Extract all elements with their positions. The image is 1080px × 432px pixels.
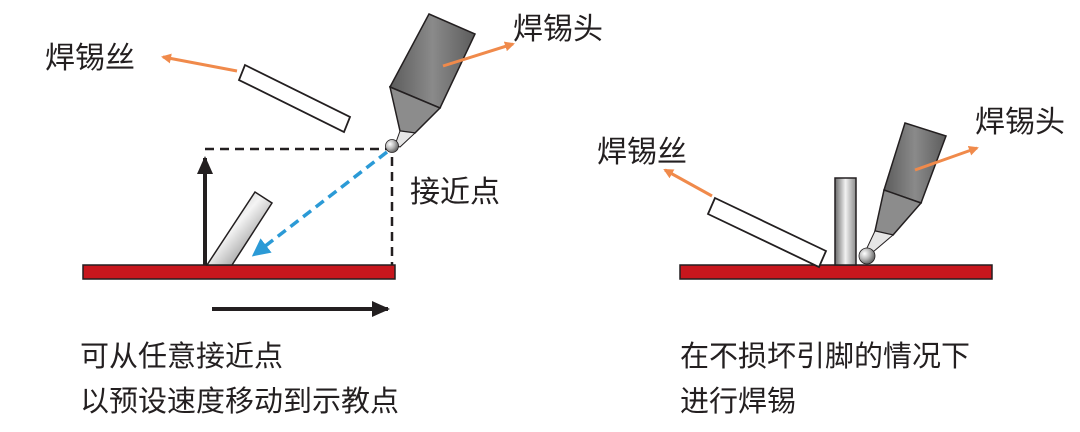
left-approach-path-arrow	[251, 150, 389, 257]
left-soldering-tip-label: 焊锡头	[513, 12, 603, 47]
right-caption-line-1: 在不损坏引脚的情况下	[680, 339, 971, 373]
right-solder-wire	[706, 196, 828, 269]
right-tip-solder-ball	[858, 247, 876, 265]
right-caption-line-2: 进行焊锡	[680, 384, 797, 418]
right-soldering-tip-label: 焊锡头	[975, 105, 1065, 140]
left-caption-line-1: 可从任意接近点	[80, 339, 284, 373]
left-caption-line-2: 以预设速度移动到示教点	[80, 384, 400, 418]
left-solder-wire	[237, 63, 352, 134]
right-soldering-tip	[858, 122, 947, 265]
left-soldering-tip	[385, 13, 477, 153]
right-circuit-board	[679, 264, 993, 280]
left-component-pin	[205, 190, 274, 266]
left-wire-callout-arrow	[161, 53, 238, 73]
right-tip-callout-arrow	[914, 145, 979, 172]
left-tip-solder-ball	[385, 139, 399, 153]
right-component-pin	[834, 177, 857, 266]
approach-point-label: 接近点	[410, 175, 500, 210]
right-solder-wire-label: 焊锡丝	[597, 135, 687, 170]
left-solder-wire-label: 焊锡丝	[45, 41, 135, 76]
left-tip-callout-arrow	[442, 41, 515, 68]
right-wire-callout-arrow	[663, 168, 713, 198]
left-circuit-board	[82, 264, 396, 280]
